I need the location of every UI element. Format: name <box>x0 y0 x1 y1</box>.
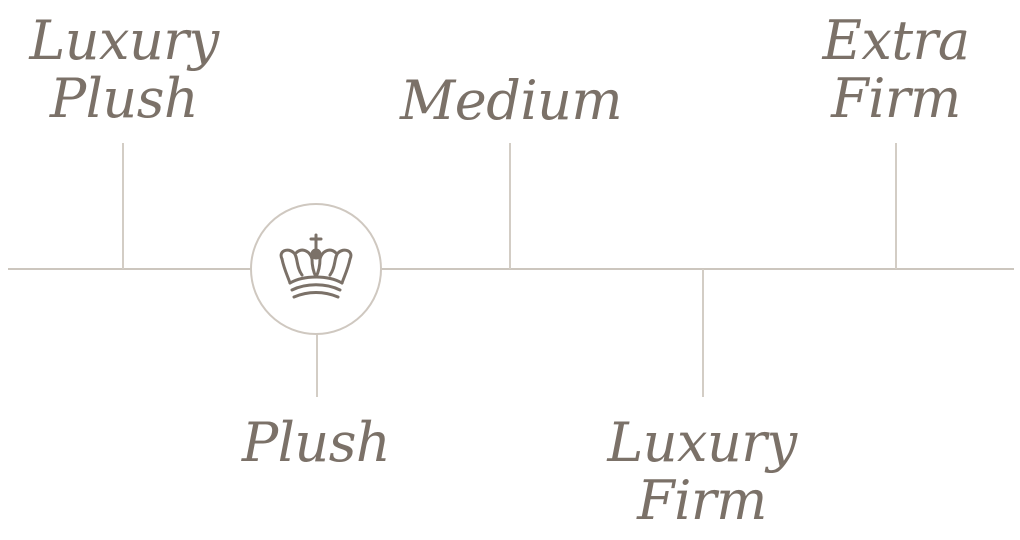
label-extra-firm-line-1: Extra <box>822 9 970 72</box>
label-medium: Medium <box>400 69 623 132</box>
label-luxury-firm: Luxury Firm <box>598 414 806 530</box>
selected-position-marker <box>250 203 382 335</box>
label-plush-line-1: Plush <box>241 411 391 474</box>
scale-axis <box>8 268 1014 270</box>
label-luxury-plush: Luxury Plush <box>20 12 228 128</box>
crown-icon <box>279 233 353 299</box>
tick-luxury-firm <box>702 269 704 397</box>
tick-luxury-plush <box>122 143 124 269</box>
label-extra-firm-line-2: Firm <box>831 67 961 130</box>
label-medium-line-1: Medium <box>400 69 623 132</box>
label-luxury-firm-line-2: Firm <box>637 469 767 532</box>
label-luxury-plush-line-2: Plush <box>49 67 199 130</box>
label-luxury-plush-line-1: Luxury <box>29 9 219 72</box>
tick-extra-firm <box>895 143 897 269</box>
tick-medium <box>509 143 511 269</box>
label-luxury-firm-line-1: Luxury <box>607 411 797 474</box>
label-extra-firm: Extra Firm <box>800 12 992 128</box>
label-plush: Plush <box>226 414 406 472</box>
